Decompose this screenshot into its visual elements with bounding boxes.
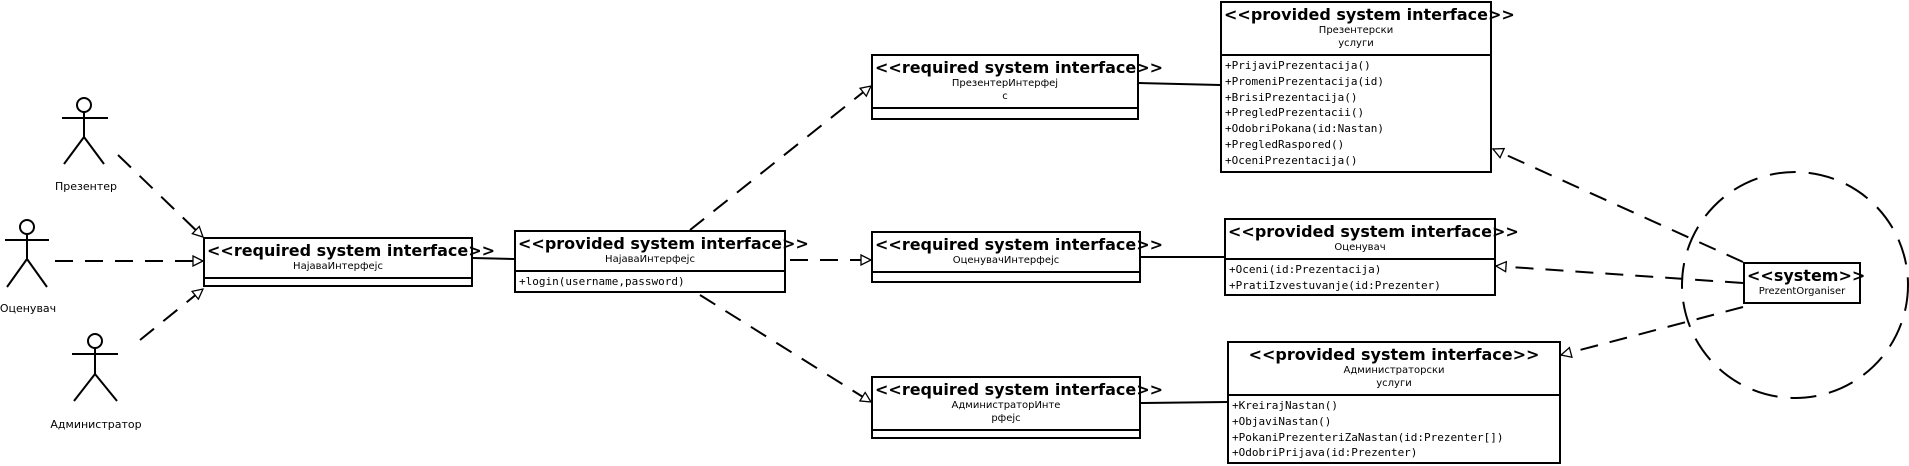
operation-pregled-raspored: +PregledRaspored() xyxy=(1225,137,1345,151)
presenter-actor-label: Презентер xyxy=(55,180,117,193)
evaluator-provided-stereotype: <<provided system interface>> xyxy=(1228,222,1519,241)
evaluator-provided-ops-section: +Oceni(id:Prezentacija) +PratiIzvestuvan… xyxy=(1226,260,1494,296)
admin-actor-figure xyxy=(72,333,118,402)
system-boundary-circle xyxy=(1681,171,1909,399)
presenter-required-stereotype: <<required system interface>> xyxy=(875,58,1164,77)
operation-odobri-pokana: +OdobriPokana(id:Nastan) xyxy=(1225,122,1384,136)
presenter-required-name: ПрезентерИнтерфеј с xyxy=(951,78,1059,102)
admin-provided-interface[interactable]: <<provided system interface>> Администра… xyxy=(1227,341,1561,464)
system-to-evaluator-realization xyxy=(1496,266,1744,284)
admin-required-stereotype: <<required system interface>> xyxy=(875,380,1164,399)
presenter-provided-stereotype: <<provided system interface>> xyxy=(1224,5,1515,24)
operation-objavi-nastan: +ObjaviNastan() xyxy=(1232,414,1332,428)
system-to-admin-realization xyxy=(1561,306,1744,355)
admin-actor-label: Администратор xyxy=(50,418,142,431)
presenter-actor-figure xyxy=(62,97,108,165)
operation-prati-izvestuvanje: +PratiIzvestuvanje(id:Prezenter) xyxy=(1229,278,1441,292)
admin-provided-name: Администраторски услуги xyxy=(1343,365,1445,389)
presenter-provided-ops-section: +PrijaviPrezentacija() +PromeniPrezentac… xyxy=(1222,56,1490,171)
presenter-provided-interface[interactable]: <<provided system interface>> Презентерс… xyxy=(1220,1,1515,173)
operation-kreiraj-nastan: +KreirajNastan() xyxy=(1232,399,1338,412)
evaluator-provided-name: Оценувач xyxy=(1334,242,1386,253)
login-required-ops-section xyxy=(205,279,471,285)
evaluator-required-stereotype: <<required system interface>> xyxy=(875,235,1164,254)
operation-oceni-prezentacija: +OceniPrezentacija() xyxy=(1225,153,1358,167)
login-provided-interface[interactable]: <<provided system interface>> НајаваИнте… xyxy=(514,230,809,293)
evaluator-provided-interface[interactable]: <<provided system interface>> Оценувач +… xyxy=(1224,218,1519,296)
login-required-interface[interactable]: <<required system interface>> НајаваИнте… xyxy=(203,237,496,287)
evaluator-actor-label: Оценувач xyxy=(0,302,57,315)
operation-brisi-prezentacija: +BrisiPrezentacija() xyxy=(1225,90,1358,104)
operation-pregled-prezentacii: +PregledPrezentacii() xyxy=(1225,106,1365,120)
system-stereotype: <<system>> xyxy=(1747,266,1866,285)
admin-to-login-dependency xyxy=(139,289,203,341)
login-provided-stereotype: <<provided system interface>> xyxy=(518,234,809,253)
presenter-provided-name: Презентерски услуги xyxy=(1318,25,1394,49)
operation-odobri-prijava: +OdobriPrijava(id:Prezenter) xyxy=(1232,446,1418,460)
operation-promeni-prezentacija: +PromeniPrezentacija(id) xyxy=(1225,74,1384,88)
evaluator-required-ops-section xyxy=(873,273,1139,279)
operation-prijavi-prezentacija: +PrijaviPrezentacija() xyxy=(1225,59,1371,72)
presenter-required-ops-section xyxy=(873,109,1137,115)
login-provided-name: НајаваИнтерфејс xyxy=(605,254,695,265)
login-provided-ops-section: +login(username,password) xyxy=(516,272,784,292)
operation-oceni: +Oceni(id:Prezentacija) xyxy=(1229,263,1382,276)
admin-provided-stereotype: <<provided system interface>> xyxy=(1248,345,1540,364)
admin-required-interface[interactable]: <<required system interface>> Администра… xyxy=(871,376,1164,439)
evaluator-required-name: ОценувачИнтерфејс xyxy=(952,255,1060,266)
evaluator-actor-figure xyxy=(5,219,49,288)
login-required-stereotype: <<required system interface>> xyxy=(207,241,496,260)
login-to-admin-dependency xyxy=(699,294,871,403)
presenter-to-login-dependency xyxy=(117,154,203,237)
operation-pokani-prezenteri: +PokaniPrezenteriZaNastan(id:Prezenter[]… xyxy=(1232,430,1504,444)
operation-login: +login(username,password) xyxy=(519,275,685,288)
system-box[interactable]: <<system>> PrezentOrganiser xyxy=(1743,262,1866,304)
presenter-required-interface[interactable]: <<required system interface>> ПрезентерИ… xyxy=(871,54,1164,120)
presenter-required-to-provided-link xyxy=(1138,82,1221,86)
login-required-to-provided-link xyxy=(472,257,515,260)
admin-required-name: АдминистраторИнте рфејс xyxy=(951,400,1061,424)
system-name: PrezentOrganiser xyxy=(1758,286,1846,297)
login-required-name: НајаваИнтерфејс xyxy=(293,261,383,272)
admin-required-ops-section xyxy=(873,431,1139,437)
evaluator-required-interface[interactable]: <<required system interface>> ОценувачИн… xyxy=(871,231,1164,283)
system-to-presenter-realization xyxy=(1493,149,1744,263)
admin-required-to-provided-link xyxy=(1140,401,1228,404)
admin-provided-ops-section: +KreirajNastan() +ObjaviNastan() +Pokani… xyxy=(1229,396,1559,463)
login-to-presenter-dependency xyxy=(689,86,871,231)
